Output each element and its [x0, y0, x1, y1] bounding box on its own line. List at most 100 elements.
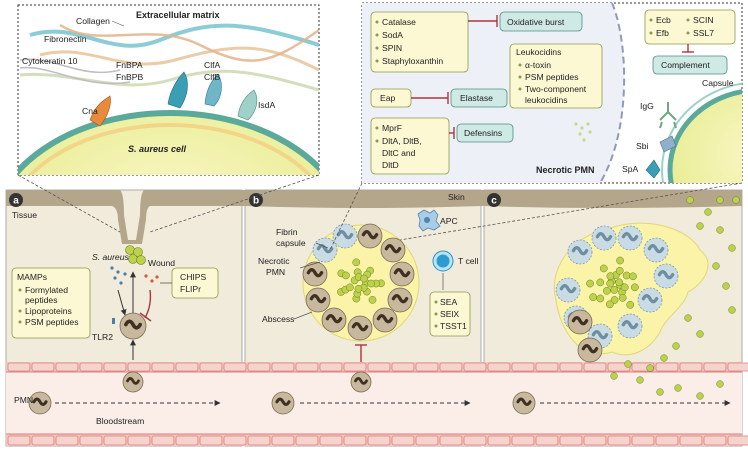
clfb-label: ClfB [204, 72, 221, 82]
ruptured-abscess-cells [555, 225, 679, 363]
isda-adhesin [237, 89, 258, 121]
cinh-2: SCIN [693, 15, 714, 25]
apc-label: APC [440, 216, 458, 226]
defmod-2: DltC and [382, 148, 416, 158]
bacterium-edge [667, 89, 742, 183]
antioxidant-box [370, 11, 469, 73]
igg-icon [659, 102, 677, 129]
tissue-label: Tissue [12, 210, 37, 220]
chips-label: CHIPS [180, 272, 207, 282]
defmod-1: DltA, DltB, [382, 136, 422, 146]
skin-layer [6, 190, 742, 244]
necrotic-label-1: Necrotic [258, 256, 290, 266]
leuk-2: Two-component [525, 84, 587, 94]
mamp-item-2: Lipoproteins [25, 306, 72, 316]
mamps-title: MAMPs [17, 272, 47, 282]
sag-2: TSST1 [440, 321, 467, 331]
leuk-1: PSM peptides [525, 72, 579, 82]
capsule-label: Capsule [702, 78, 734, 88]
elastase-label: Elastase [460, 93, 493, 103]
cinh-0: Ecb [656, 15, 671, 25]
panel-b-badge [249, 193, 263, 207]
defmod-0: MprF [382, 123, 402, 133]
collagen-label: Collagen [76, 16, 110, 26]
cytokeratin-label: Cytokeratin 10 [22, 56, 78, 66]
fnbpb-label: FnBPB [116, 72, 143, 82]
oxidative-burst-box [499, 11, 583, 32]
cinh-3: SSL7 [693, 28, 714, 38]
inset-extracellular-matrix: Extracellular matrix Collagen Fibronecti… [17, 4, 320, 176]
fibronectin-label: Fibronectin [44, 34, 87, 44]
panel-b-content: Fibrin capsule Necrotic PMN Abscess APC … [258, 209, 478, 393]
leukocidins-box [509, 43, 603, 109]
cinh-1: Efb [656, 28, 669, 38]
antiox-0: Catalase [382, 17, 416, 27]
elastase-box [450, 88, 508, 108]
zoom-line-1 [17, 174, 121, 233]
abscess-label: Abscess [262, 314, 294, 324]
sbi-label: Sbi [636, 141, 649, 151]
igg-label: IgG [640, 101, 654, 111]
bottom-panels: a b c Tissue Skin S. aureus Wound [5, 189, 748, 447]
s-aureus-label: S. aureus [92, 252, 129, 262]
panel-c-content [554, 196, 740, 400]
zoom-line-3 [329, 182, 363, 251]
flipr-label: FLIPr [180, 284, 201, 294]
sag-1: SElX [440, 309, 459, 319]
fibrin-label-1: Fibrin [276, 227, 298, 237]
defensins-box [456, 123, 514, 143]
inset-immune-evasion: Catalase SodA SPIN Staphyloxanthin Oxida… [361, 2, 743, 184]
extravasating-pmn-b [350, 371, 372, 393]
panel-c-letter: c [491, 196, 497, 207]
wound-label: Wound [148, 258, 175, 268]
defensin-mod-box [370, 117, 450, 175]
oxidative-burst-label: Oxidative burst [507, 17, 565, 27]
sbi-icon [659, 135, 677, 153]
panel-c-badge [487, 193, 501, 207]
eap-label: Eap [380, 93, 396, 103]
panel-b-letter: b [253, 196, 259, 207]
cna-adhesin [89, 95, 111, 127]
blood-vessel [6, 362, 748, 446]
isda-label: IsdA [258, 100, 275, 110]
antiox-3: Staphyloxanthin [382, 56, 443, 66]
defmod-3: DltD [382, 160, 399, 170]
ecm-title: Extracellular matrix [136, 10, 220, 20]
panel-a-badge [9, 193, 23, 207]
fnbp-adhesin [167, 71, 188, 109]
spa-label: SpA [622, 164, 639, 174]
bloodstream-label: Bloodstream [96, 416, 144, 426]
leuk-0: α-toxin [525, 60, 551, 70]
mamp-item-0: Formylated [25, 285, 68, 295]
necrotic-pmn-title: Necrotic PMN [536, 165, 595, 175]
bloodstream-pmns [28, 391, 536, 415]
cna-label: Cna [82, 106, 98, 116]
complement-label: Complement [661, 60, 710, 70]
antiox-2: SPIN [382, 43, 402, 53]
superantigen-box [429, 291, 471, 337]
leuk-3: leukocidins [525, 95, 568, 105]
disseminating-bacteria [610, 196, 740, 400]
ruptured-abscess [554, 222, 709, 356]
sag-0: SEA [440, 297, 457, 307]
defensins-label: Defensins [464, 128, 502, 138]
pmn-label: PMN [14, 395, 33, 405]
fibrin-label-2: capsule [276, 238, 306, 248]
antiox-1: SodA [382, 30, 403, 40]
skin-label: Skin [448, 192, 465, 202]
complement-box [652, 55, 728, 75]
cell-label: S. aureus cell [128, 144, 187, 154]
zoom-line-4 [399, 182, 743, 241]
mamp-item-1: peptides [25, 295, 58, 305]
s-aureus-cell-body [18, 110, 319, 175]
clf-adhesin [204, 73, 222, 107]
leukocidins-title: Leukocidins [516, 47, 561, 57]
panel-a-content: S. aureus Wound MAMPs Formylated peptide… [11, 245, 219, 426]
clfa-label: ClfA [204, 60, 221, 70]
tissue-pmn [119, 312, 147, 393]
spa-icon [645, 159, 661, 179]
complement-inhibitor-box [644, 9, 736, 45]
mamp-item-3: PSM peptides [25, 317, 79, 327]
